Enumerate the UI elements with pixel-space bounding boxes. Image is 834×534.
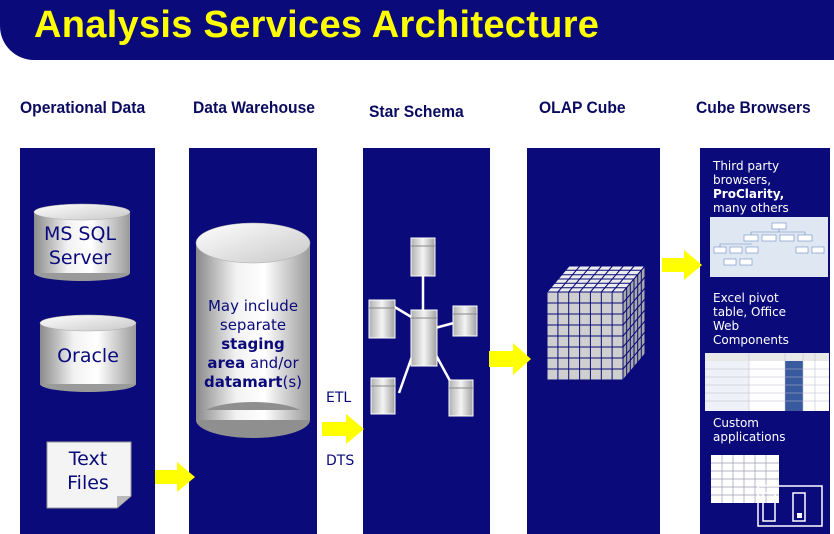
browsers-b1-line1: Third party	[713, 159, 780, 173]
third-party-browsers-text: Third party browsers, ProClarity, many o…	[713, 159, 789, 215]
warehouse-line5-rest: (s)	[282, 373, 302, 391]
column-header-olap: OLAP Cube	[539, 98, 626, 117]
sql-server-cylinder-icon	[33, 203, 131, 281]
browsers-b1-line4: many others	[713, 201, 789, 215]
column-header-operational: Operational Data	[20, 98, 146, 117]
warehouse-line4: area and/or	[192, 354, 314, 373]
arrow-to-browsers-icon	[662, 250, 702, 280]
dts-label: DTS	[326, 453, 355, 469]
browsers-b2-line3: Web	[713, 319, 740, 333]
arrow-to-warehouse-icon	[155, 462, 195, 492]
warehouse-line2: separate	[219, 316, 287, 334]
custom-applications-text: Custom applications	[713, 416, 785, 444]
warehouse-line5-bold: datamart	[203, 373, 283, 391]
browsers-b1-line3: ProClarity,	[713, 187, 785, 201]
warehouse-line3: staging	[221, 335, 285, 353]
browsers-b2-line4: Components	[713, 333, 789, 347]
column-header-star: Star Schema	[369, 102, 464, 121]
arrow-to-olap-icon	[489, 343, 531, 375]
star-schema-icon	[368, 237, 478, 417]
text-files-document-icon	[46, 441, 132, 509]
browsers-b2-line1: Excel pivot	[713, 291, 779, 305]
sql-server-label-line2: Server	[48, 247, 112, 269]
browsers-b1-line2: browsers,	[713, 173, 772, 187]
browsers-b3-line1: Custom	[713, 416, 759, 430]
warehouse-line4-bold: area	[207, 354, 246, 372]
warehouse-line5: datamart(s)	[192, 373, 314, 392]
warehouse-line4-rest: and/or	[245, 354, 299, 372]
browsers-b3-line2: applications	[713, 430, 786, 444]
text-files-label-line2: Files	[67, 472, 109, 494]
arrow-to-star-schema-icon	[322, 414, 364, 444]
custom-app-grid-icon	[711, 455, 779, 503]
column-header-browsers: Cube Browsers	[696, 98, 811, 117]
pivot-table-thumbnail-icon	[705, 353, 829, 411]
browsers-b2-line2: table, Office	[713, 305, 787, 319]
page-title: Analysis Services Architecture	[34, 4, 600, 46]
excel-pivot-text: Excel pivot table, Office Web Components	[713, 291, 789, 347]
window-icon	[757, 485, 823, 527]
warehouse-description: May include separate staging area and/or…	[192, 297, 314, 392]
text-files-label: Text Files	[40, 447, 136, 495]
etl-label: ETL	[326, 390, 352, 406]
title-bar: Analysis Services Architecture	[0, 0, 834, 60]
text-files-label-line1: Text	[68, 448, 108, 470]
oracle-cylinder-icon	[39, 314, 137, 392]
warehouse-cylinder-icon	[195, 222, 311, 438]
proclarity-thumbnail-icon	[710, 217, 828, 277]
warehouse-line1: May include	[207, 297, 299, 315]
oracle-label: Oracle	[57, 345, 119, 367]
column-header-warehouse: Data Warehouse	[193, 98, 315, 117]
sql-server-label: MS SQL Server	[30, 222, 130, 270]
sql-server-label-line1: MS SQL	[43, 223, 117, 245]
olap-cube-icon	[545, 264, 647, 382]
